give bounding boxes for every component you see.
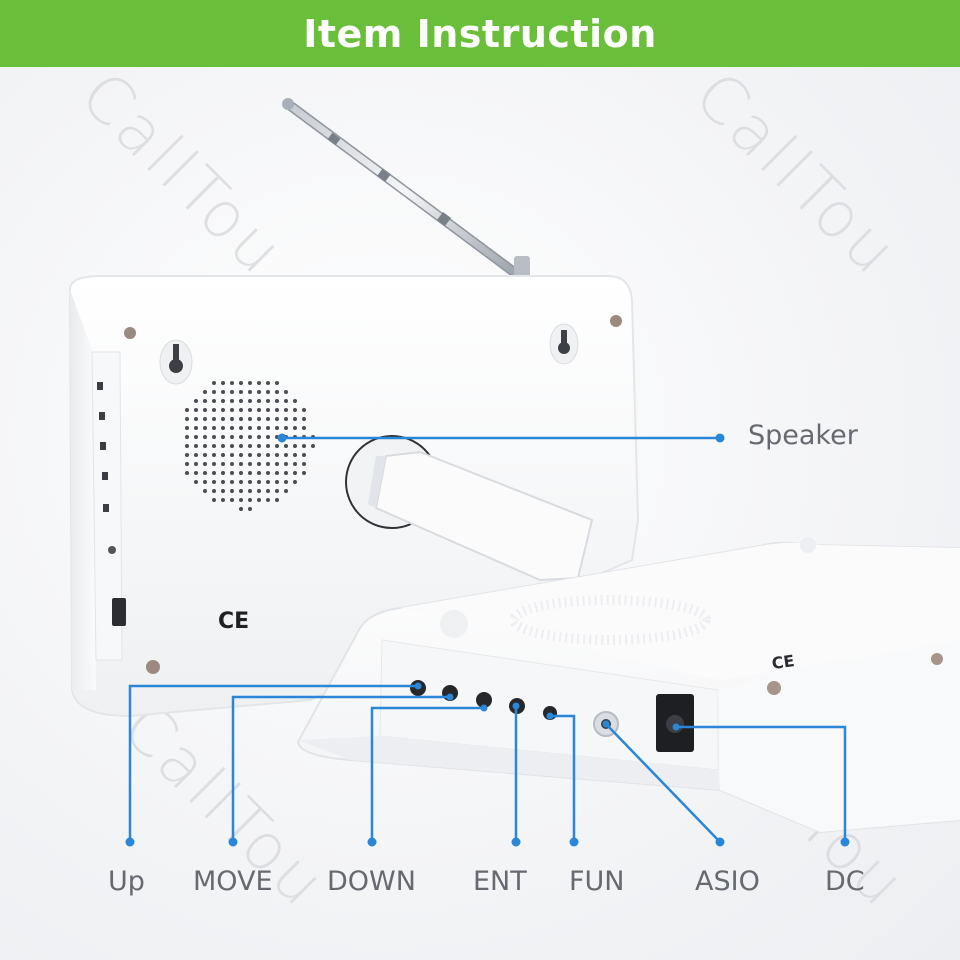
keyhole-left [159,339,193,385]
label-down: DOWN [327,866,416,897]
ce-mark-small: CE [771,651,796,673]
label-speaker: Speaker [748,420,858,451]
label-dc: DC [825,866,865,897]
title-banner: Item Instruction [0,0,960,67]
label-move: MOVE [193,866,273,897]
stand [345,435,594,582]
down-button-hole [476,692,492,708]
ce-mark: CE [218,609,249,634]
speaker-grill [185,381,315,511]
device-bottom-unit: CE [296,537,960,834]
antenna [282,98,530,296]
label-ent: ENT [473,866,527,897]
callout-lines [128,436,847,843]
label-fun: FUN [569,866,625,897]
banner-title: Item Instruction [303,11,657,56]
callout-dots [125,433,850,847]
label-asio: ASIO [695,866,760,897]
keyhole-right [549,323,579,365]
label-up: Up [108,866,145,897]
